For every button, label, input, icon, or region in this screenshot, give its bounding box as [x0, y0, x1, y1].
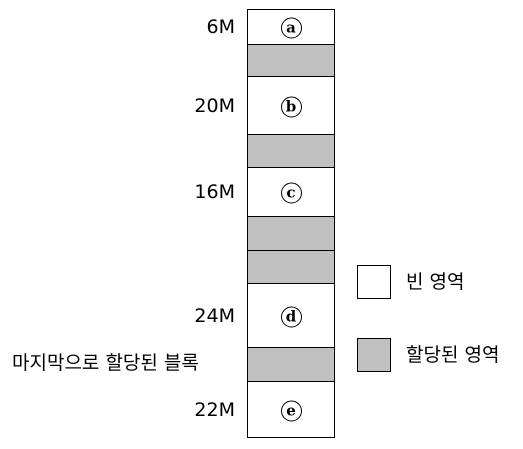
block-label-e: e	[248, 398, 334, 421]
last-allocated-block	[247, 347, 335, 382]
size-label-e: 22M	[194, 399, 235, 421]
allocated-block	[247, 44, 335, 77]
free-block-b: b	[247, 76, 335, 135]
block-label-a: a	[248, 16, 334, 39]
free-block-c: c	[247, 167, 335, 217]
allocated-block	[247, 134, 335, 168]
size-label-d: 24M	[194, 305, 235, 327]
free-block-a: a	[247, 9, 335, 45]
free-block-e: e	[247, 381, 335, 438]
legend-free-swatch	[357, 265, 391, 299]
size-label-c: 16M	[194, 181, 235, 203]
block-label-b: b	[248, 94, 334, 117]
size-label-a: 6M	[206, 16, 235, 38]
free-block-d: d	[247, 283, 335, 348]
legend-free-label: 빈 영역	[406, 271, 465, 293]
memory-column: a b c d e	[247, 9, 335, 438]
allocated-block	[247, 250, 335, 284]
block-label-c: c	[248, 181, 334, 204]
legend-allocated-swatch	[357, 338, 391, 372]
last-allocated-callout: 마지막으로 할당된 블록	[12, 352, 199, 374]
legend-allocated-label: 할당된 영역	[406, 344, 500, 366]
size-label-b: 20M	[194, 95, 235, 117]
allocated-block	[247, 216, 335, 251]
block-label-d: d	[248, 304, 334, 327]
